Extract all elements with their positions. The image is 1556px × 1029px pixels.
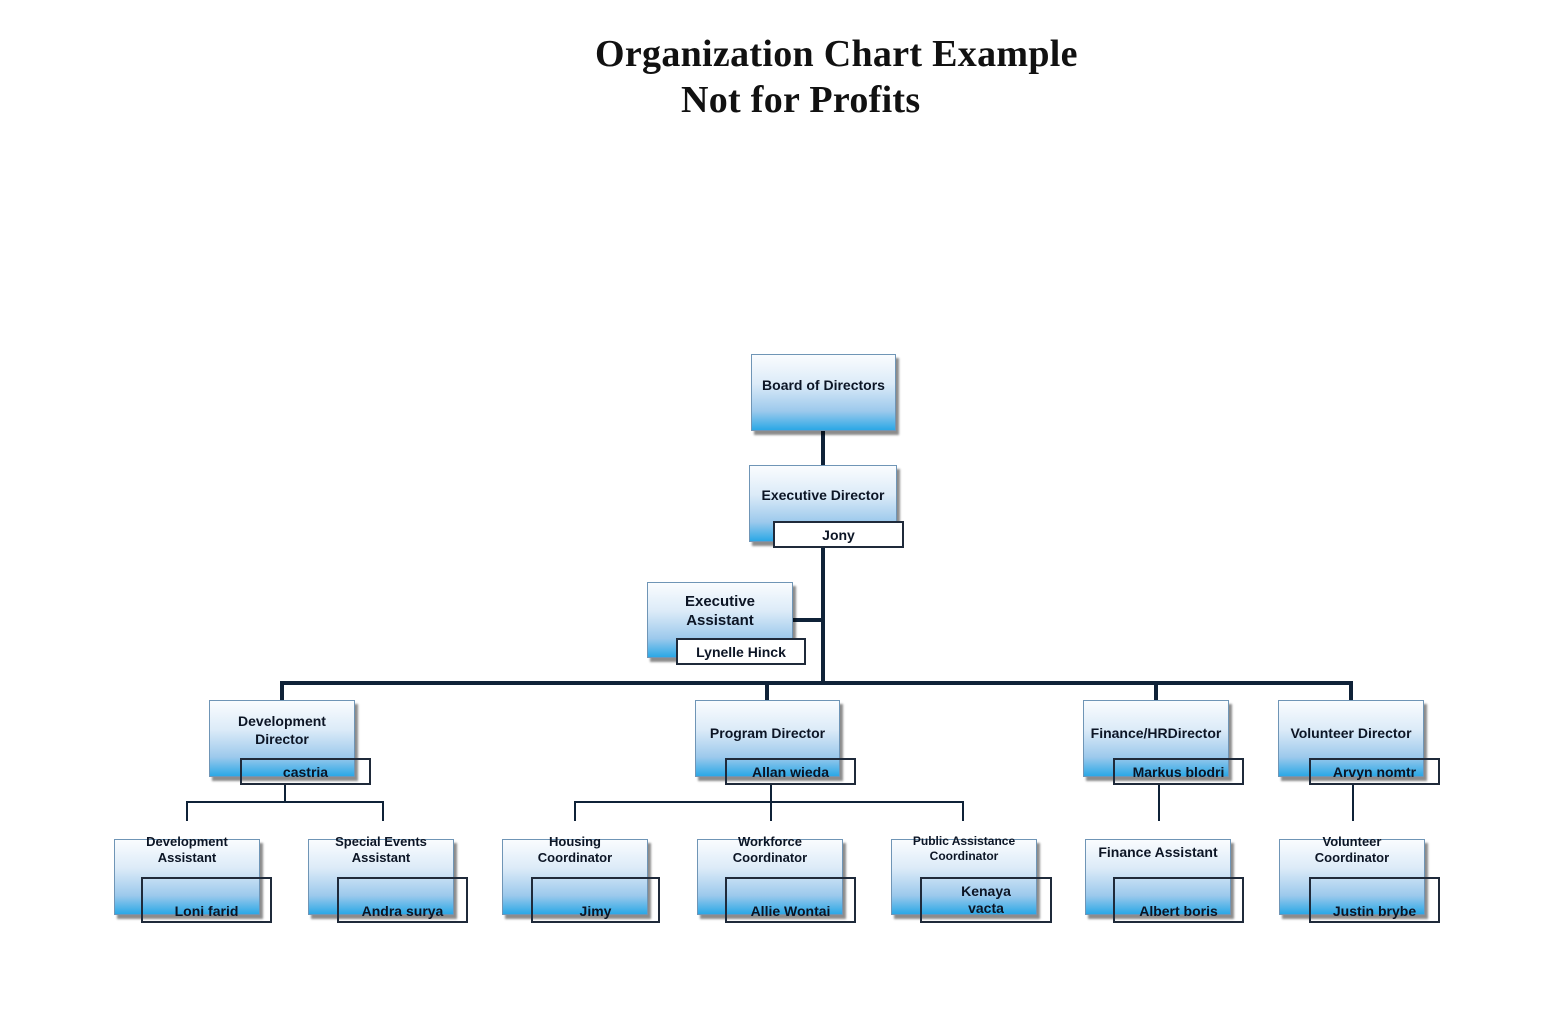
node-role-label: Volunteer Coordinator xyxy=(1314,834,1390,866)
node-role-label: Development Director xyxy=(238,713,326,747)
node-program-director: Program Director xyxy=(695,700,840,777)
node-role-label: Finance Assistant xyxy=(1098,844,1218,860)
node-name-label: Justin brybe xyxy=(1332,903,1417,919)
node-name-label: castria xyxy=(282,763,329,780)
node-role-label: Volunteer Director xyxy=(1290,725,1412,741)
node-finance-hr-director: Finance/HRDirector xyxy=(1083,700,1229,777)
node-role-label: Special Events Assistant xyxy=(335,834,427,866)
node-role-label: Executive Director xyxy=(761,487,885,503)
node-name-box: Jimy xyxy=(531,877,660,923)
node-role-label: Workforce Coordinator xyxy=(732,834,808,866)
node-volunteer-director: Volunteer Director xyxy=(1278,700,1424,777)
node-role-label: Program Director xyxy=(709,725,826,741)
node-name-label: Loni farid xyxy=(174,903,239,919)
node-name-box: Markus blodri xyxy=(1113,758,1244,785)
node-name-box: Albert boris xyxy=(1113,877,1244,923)
node-name-label: Allie Wontai xyxy=(750,903,831,919)
node-name-box: Lynelle Hinck xyxy=(676,638,806,665)
node-name-label: Arvyn nomtr xyxy=(1332,763,1417,780)
node-board-of-directors: Board of Directors xyxy=(751,354,896,431)
node-role-label: Finance/HRDirector xyxy=(1090,725,1222,741)
node-name-box: Allan wieda xyxy=(725,758,856,785)
node-name-box: Loni farid xyxy=(141,877,272,923)
node-name-box: Arvyn nomtr xyxy=(1309,758,1440,785)
chart-title: Organization Chart Example xyxy=(595,33,1078,75)
node-name-box: Andra surya xyxy=(337,877,468,923)
node-name-label: Jony xyxy=(822,526,855,543)
node-name-label: Kenaya vacta xyxy=(961,883,1011,916)
node-name-label: Andra surya xyxy=(361,903,444,919)
node-name-label: Lynelle Hinck xyxy=(696,643,786,660)
node-development-director: Development Director xyxy=(209,700,355,777)
node-name-box: Jony xyxy=(773,521,904,548)
node-role-label: Housing Coordinator xyxy=(537,834,613,866)
node-name-label: Jimy xyxy=(579,903,612,919)
node-role-label: Executive Assistant xyxy=(684,593,756,629)
node-role-label: Public Assistance Coordinator xyxy=(912,834,1016,863)
node-name-label: Allan wieda xyxy=(751,763,830,780)
node-name-label: Markus blodri xyxy=(1132,763,1225,780)
node-name-box: Allie Wontai xyxy=(725,877,856,923)
chart-subtitle: Not for Profits xyxy=(681,79,921,121)
node-name-box: Kenaya vacta xyxy=(920,877,1052,923)
node-role-label: Board of Directors xyxy=(762,377,885,393)
node-name-label: Albert boris xyxy=(1139,903,1218,919)
node-name-box: Justin brybe xyxy=(1309,877,1440,923)
node-name-box: castria xyxy=(240,758,371,785)
node-role-label: Development Assistant xyxy=(146,834,228,866)
